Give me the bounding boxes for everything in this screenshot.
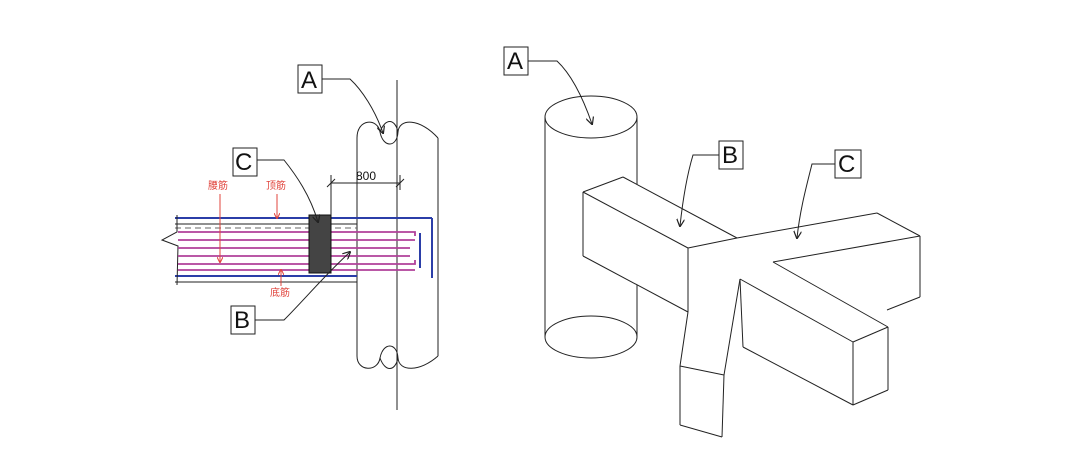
joint-block <box>308 214 332 274</box>
right-callout-c: C <box>797 149 862 238</box>
bottom-rebar-label: 底筋 <box>270 286 290 299</box>
dimension-800 <box>326 175 405 215</box>
svg-text:B: B <box>722 142 738 169</box>
left-callout-c: C <box>232 147 318 222</box>
top-rebar-label: 顶筋 <box>266 179 286 192</box>
svg-text:C: C <box>235 149 252 176</box>
left-callout-b: B <box>230 252 350 335</box>
pile-column <box>356 121 439 369</box>
right-callout-b: B <box>680 140 744 226</box>
left-callout-a: A <box>297 64 383 133</box>
svg-text:C: C <box>838 151 855 178</box>
svg-text:A: A <box>301 67 317 94</box>
iso-beam-main <box>582 176 921 438</box>
svg-text:B: B <box>234 307 250 334</box>
waist-rebar-label: 腰筋 <box>208 179 228 192</box>
rebars <box>178 231 416 271</box>
svg-text:A: A <box>507 48 523 75</box>
rebar-labels: 腰筋 顶筋 底筋 <box>208 179 290 299</box>
dimension-text: 800 <box>356 169 376 183</box>
right-isometric-drawing: A B C <box>503 46 921 438</box>
beam-break-left <box>160 215 179 286</box>
beam-outline <box>175 217 433 278</box>
right-callout-a: A <box>503 46 592 124</box>
left-section-drawing: 800 腰筋 顶筋 底筋 A C B <box>160 64 439 410</box>
